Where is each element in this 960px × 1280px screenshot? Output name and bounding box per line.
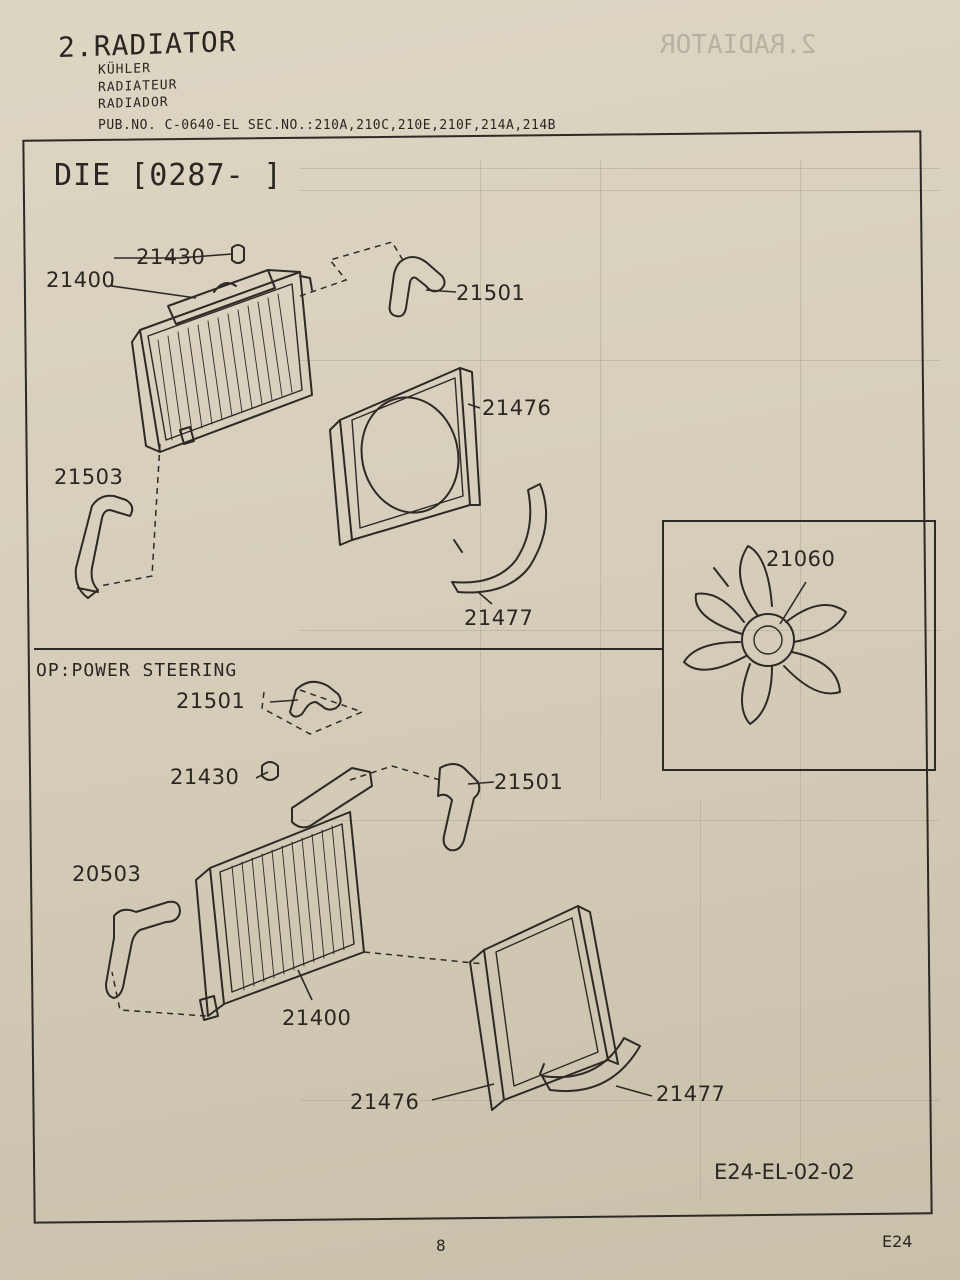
radiator-cap-ps-21430 [261, 761, 279, 781]
page-id: E24 [882, 1232, 913, 1251]
callout-21400-upper: 21400 [46, 268, 116, 292]
callout-21501-upper: 21501 [456, 281, 526, 305]
fan-guard-ps [539, 1037, 641, 1092]
cooling-fan-21060 [683, 545, 847, 725]
upper-hose-ps-21501 [289, 680, 342, 718]
fan-inset-box [662, 520, 936, 771]
inlet-pipe-ps [291, 767, 373, 829]
lower-hose-21503 [74, 494, 134, 599]
callout-21400-ps: 21400 [282, 1006, 352, 1030]
callout-21501-ps-side: 21501 [494, 770, 564, 794]
callout-21501-ps-upper: 21501 [176, 689, 246, 713]
callout-21430-ps: 21430 [170, 765, 240, 789]
lower-hose-ps-20503 [105, 900, 181, 999]
upper-hose-21501 [388, 256, 446, 318]
section-divider [34, 648, 664, 650]
callout-21503: 21503 [54, 465, 124, 489]
callout-21477-ps: 21477 [656, 1082, 726, 1106]
figure-code: E24-EL-02-02 [714, 1160, 855, 1184]
page-number: 8 [436, 1236, 446, 1255]
option-label: OP:POWER STEERING [36, 660, 238, 681]
fan-shroud-upper [329, 367, 481, 546]
fan-guard-upper [451, 483, 548, 594]
callout-21060: 21060 [766, 547, 836, 571]
radiator-upper-drawing [131, 244, 313, 453]
callout-21477-upper: 21477 [464, 606, 534, 630]
radiator-ps-drawing [195, 811, 365, 1021]
callout-21476-upper: 21476 [482, 396, 552, 420]
callout-21430-upper: 21430 [136, 245, 206, 269]
callout-20503: 20503 [72, 862, 142, 886]
callout-21476-ps: 21476 [350, 1090, 420, 1114]
engine-range-label: DIE [0287- ] [54, 158, 283, 193]
side-hose-ps-21501 [437, 763, 481, 852]
publication-number: PUB.NO. C-0640-EL SEC.NO.:210A,210C,210E… [98, 118, 556, 133]
